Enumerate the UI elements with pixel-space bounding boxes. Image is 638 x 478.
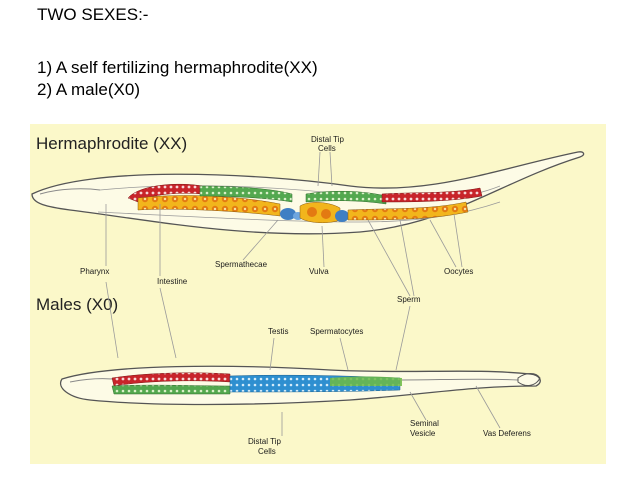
label-seminal-1: Seminal [410,419,439,428]
label-distal-tip-bottom-2: Cells [258,447,276,456]
label-distal-tip-top-1: Distal Tip [311,135,344,144]
hermaphrodite-worm [31,151,585,235]
male-vas-deferens [401,378,519,381]
herm-spermatheca-right [335,210,349,222]
label-distal-tip-top-2: Cells [318,144,336,153]
label-vas-deferens: Vas Deferens [483,429,531,438]
label-spermathecae: Spermathecae [215,260,268,269]
c-elegans-sex-diagram: Hermaphrodite (XX) Males (X0) Distal Tip… [30,124,606,464]
worm-diagram-canvas: Hermaphrodite (XX) Males (X0) Distal Tip… [31,134,585,456]
slide-heading: TWO SEXES:- [37,5,149,24]
label-oocytes: Oocytes [444,267,473,276]
label-pharynx: Pharynx [80,267,109,276]
label-seminal-2: Vesicle [410,429,436,438]
herm-vulva-region [299,202,341,223]
male-title: Males (X0) [36,295,118,314]
label-vulva: Vulva [309,267,329,276]
label-testis: Testis [268,327,288,336]
label-intestine: Intestine [157,277,188,286]
male-germline-band [111,384,231,395]
male-tail-fan [517,373,541,386]
herm-sperm-right [381,187,483,203]
label-distal-tip-bottom-1: Distal Tip [248,437,281,446]
slide-point-male: 2) A male(X0) [37,80,140,99]
label-sperm: Sperm [397,295,421,304]
herm-leader-lines [105,151,463,297]
label-spermatocytes: Spermatocytes [310,327,363,336]
slide-point-hermaphrodite: 1) A self fertilizing hermaphrodite(XX) [37,58,318,77]
herm-germline-left [199,185,293,203]
male-leader-lines [105,281,501,436]
herm-oocytes-right [347,201,469,221]
male-seminal-vesicle [330,376,402,386]
herm-oocytes-left [137,195,281,217]
hermaphrodite-title: Hermaphrodite (XX) [36,134,187,153]
